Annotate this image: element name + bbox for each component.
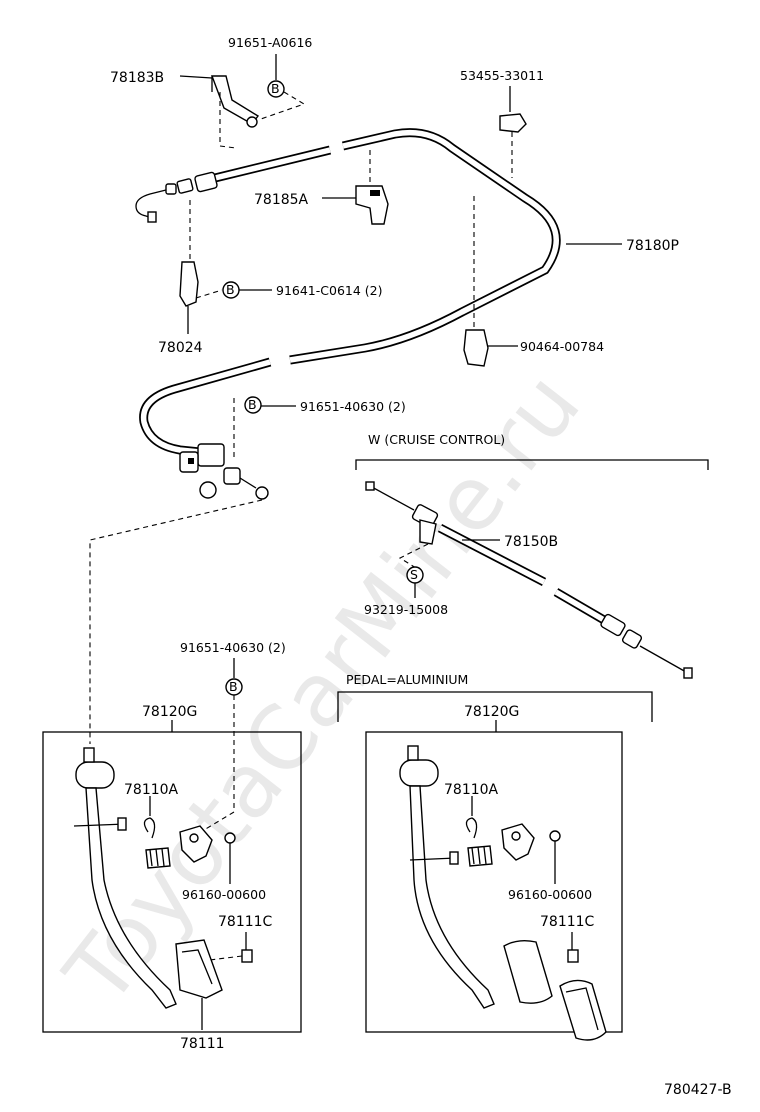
bolt-mark: B: [229, 679, 238, 694]
clip-90464-00784: [463, 329, 489, 367]
section-pedal-aluminium: PEDAL=ALUMINIUM: [346, 672, 468, 687]
label-78111C-right: 78111C: [540, 914, 595, 930]
label-78120G-right: 78120G: [464, 704, 519, 720]
spring-78110A-right: [465, 817, 493, 867]
label-78120G-left: 78120G: [142, 704, 197, 720]
spring-78110A-left: [143, 817, 171, 869]
label-91651-40630-upper: 91651-40630 (2): [300, 399, 406, 414]
label-91651-A0616: 91651-A0616: [228, 35, 312, 50]
accelerator-cable: [135, 128, 561, 500]
box-78120G-right: [365, 731, 623, 1033]
label-78180P: 78180P: [626, 238, 679, 254]
clamp-icon: [499, 113, 527, 133]
label-78185A: 78185A: [254, 192, 309, 208]
bracket-78024: [179, 261, 199, 307]
label-78110A-right: 78110A: [444, 782, 499, 798]
section-cruise-control: W (CRUISE CONTROL): [368, 432, 505, 447]
bolt-mark: B: [271, 81, 280, 96]
watermark: ToyotaCarMine.ru: [45, 354, 600, 1024]
label-78183B: 78183B: [110, 70, 164, 86]
pedal-pad-aluminium: [503, 939, 553, 1004]
bolt-mark: B: [226, 282, 235, 297]
bracket-icon: [179, 825, 213, 863]
label-78110A-left: 78110A: [124, 782, 179, 798]
label-91641-C0614: 91641-C0614 (2): [276, 283, 383, 298]
nut-icon: [224, 832, 236, 844]
label-90464-00784: 90464-00784: [520, 339, 604, 354]
label-96160-00600-left: 96160-00600: [182, 887, 266, 902]
pedal-arm-right: [399, 745, 495, 1009]
pin-icon: [241, 949, 253, 963]
label-53455-33011: 53455-33011: [460, 68, 544, 83]
box-78120G-left: [42, 731, 302, 1033]
bolt-icon: [267, 80, 285, 98]
screw-mark: S: [410, 567, 418, 582]
pin-icon: [567, 949, 579, 963]
bolt-mark: B: [248, 397, 257, 412]
bracket-78183B: [210, 75, 260, 128]
cruise-cable-78150B: [365, 481, 693, 679]
label-78111C-left: 78111C: [218, 914, 273, 930]
pedal-cover: [559, 979, 607, 1041]
label-78111: 78111: [180, 1036, 225, 1052]
pedal-pad-78111: [175, 939, 223, 999]
nut-icon: [549, 830, 561, 842]
bracket-icon: [501, 823, 535, 861]
label-93219-15008: 93219-15008: [364, 602, 448, 617]
label-96160-00600-right: 96160-00600: [508, 887, 592, 902]
label-78024: 78024: [158, 340, 203, 356]
pedal-arm-left: [73, 747, 177, 1009]
diagram-id: 780427-B: [664, 1082, 732, 1098]
label-78150B: 78150B: [504, 534, 558, 550]
label-91651-40630-lower: 91651-40630 (2): [180, 640, 286, 655]
bolt-icon: [244, 396, 262, 414]
